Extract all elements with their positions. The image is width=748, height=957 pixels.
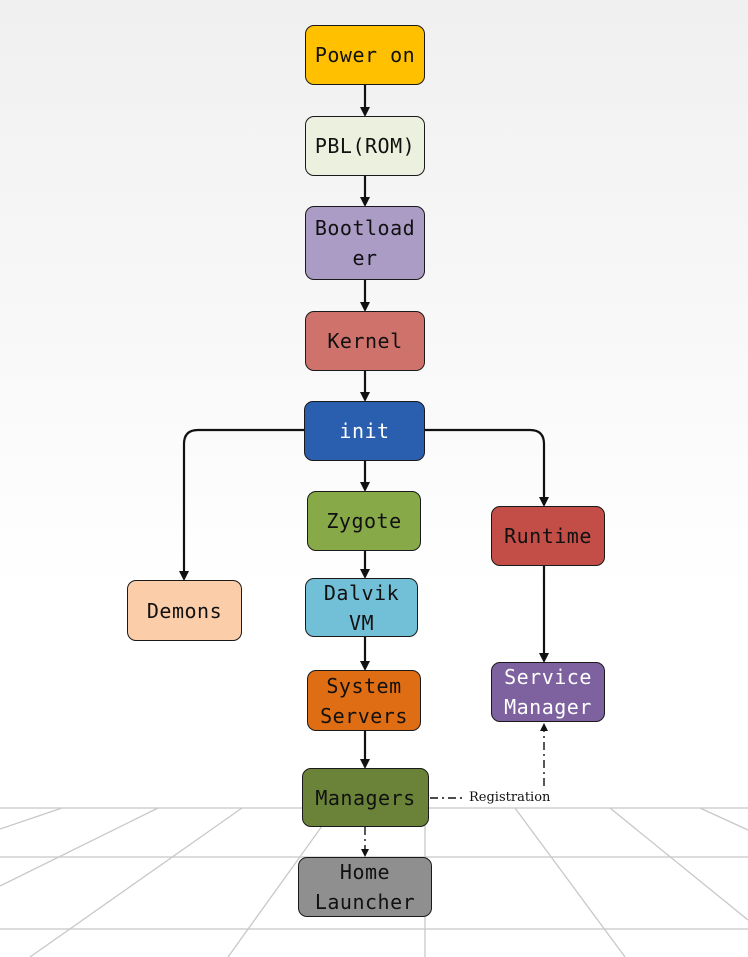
- node-system-servers: System Servers: [307, 670, 421, 731]
- node-runtime-label: Runtime: [504, 524, 592, 548]
- floor-line: [514, 807, 626, 957]
- node-kernel: Kernel: [305, 311, 425, 371]
- node-demons: Demons: [127, 580, 242, 641]
- node-bootloader: Bootload er: [305, 206, 425, 280]
- arrow-init-to-demons: [179, 428, 304, 581]
- arrow-init-to-runtime: [425, 428, 549, 507]
- node-pbl-rom: PBL(ROM): [305, 116, 425, 176]
- node-managers: Managers: [302, 768, 429, 827]
- node-init: init: [304, 401, 425, 461]
- node-service-manager-label: Service Manager: [504, 665, 592, 719]
- node-demons-label: Demons: [146, 598, 223, 623]
- floor-line: [699, 807, 748, 831]
- node-managers-label: Managers: [315, 785, 416, 810]
- node-pbl-rom-label: PBL(ROM): [314, 134, 416, 158]
- node-runtime: Runtime: [491, 506, 605, 566]
- floor-line: [609, 807, 748, 921]
- node-dalvik-vm: Dalvik VM: [305, 578, 418, 637]
- node-init-label: init: [339, 419, 390, 443]
- floor-line: [227, 807, 336, 957]
- node-power-on: Power on: [305, 25, 425, 85]
- node-zygote-label: Zygote: [326, 509, 402, 533]
- node-kernel-label: Kernel: [327, 329, 403, 353]
- node-system-servers-label: System Servers: [320, 673, 408, 728]
- node-service-manager: Service Manager: [491, 662, 605, 722]
- node-home-launcher: Home Launcher: [298, 857, 432, 917]
- node-zygote: Zygote: [307, 491, 421, 551]
- node-bootloader-label: Bootload er: [314, 216, 416, 270]
- registration-label: Registration: [469, 790, 551, 805]
- node-home-launcher-label: Home Launcher: [314, 860, 416, 914]
- floor-line: [29, 807, 243, 957]
- node-dalvik-vm-label: Dalvik VM: [323, 580, 400, 635]
- floor-line: [0, 807, 63, 830]
- node-power-on-label: Power on: [314, 43, 416, 67]
- floor-line: [0, 807, 159, 887]
